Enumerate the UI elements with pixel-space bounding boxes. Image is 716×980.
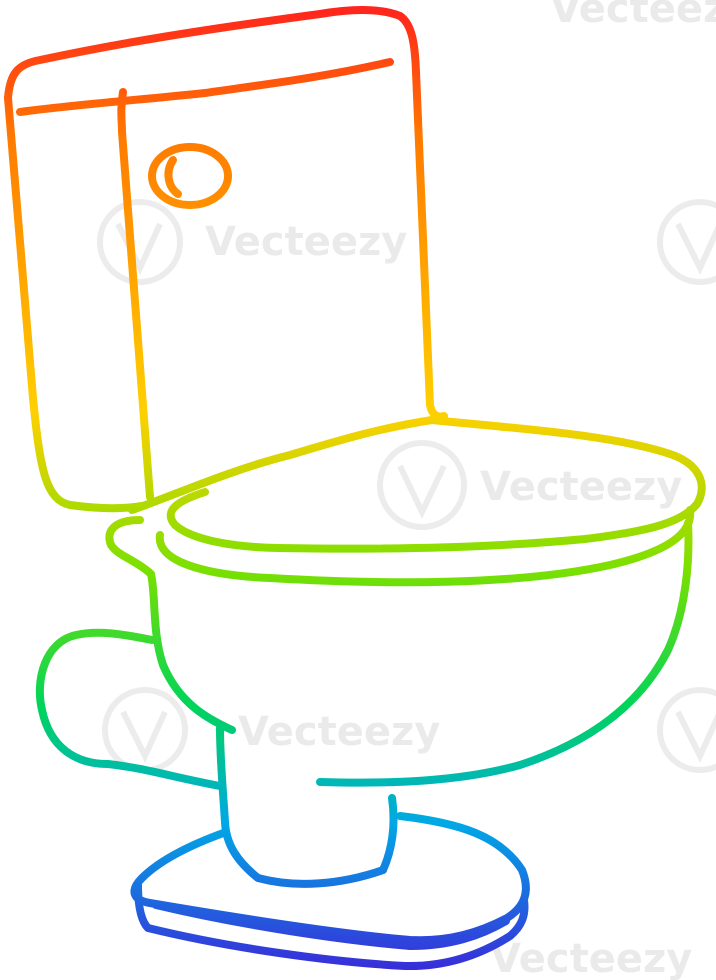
tank-corner-line [117, 88, 154, 501]
tank-side-left [4, 94, 146, 513]
watermark-logo-middle [377, 440, 467, 530]
pedestal-right [379, 794, 398, 874]
pedestal-left [216, 724, 262, 882]
watermark-logo-lower [102, 687, 188, 773]
base-top [130, 812, 530, 945]
seat-lid [166, 416, 706, 553]
watermark-top: Vecteezy [550, 0, 716, 32]
bowl-left-side [105, 516, 236, 734]
flush-button-highlight [164, 156, 182, 198]
tank-front-bottom [128, 416, 436, 514]
tank-top-rim [16, 58, 394, 116]
watermark-logo-upper [97, 199, 183, 285]
watermark-upper: Vecteezy [205, 219, 407, 265]
bowl-outline [316, 519, 693, 787]
toilet-line-art [4, 6, 706, 971]
watermark-middle: Vecteezy [480, 464, 682, 510]
flush-button [148, 143, 232, 209]
watermark-bottom: Vecteezy [490, 936, 692, 980]
tank-outline [4, 6, 448, 421]
seat-rim [155, 506, 695, 587]
base-side [134, 881, 529, 971]
rear-trap [35, 628, 224, 790]
watermark-logo-lower-right [657, 687, 716, 773]
base-inner-line [152, 901, 510, 950]
watermark-logo-right [657, 199, 716, 285]
pedestal-base-curve [254, 866, 387, 888]
watermark-lower: Vecteezy [238, 709, 440, 755]
